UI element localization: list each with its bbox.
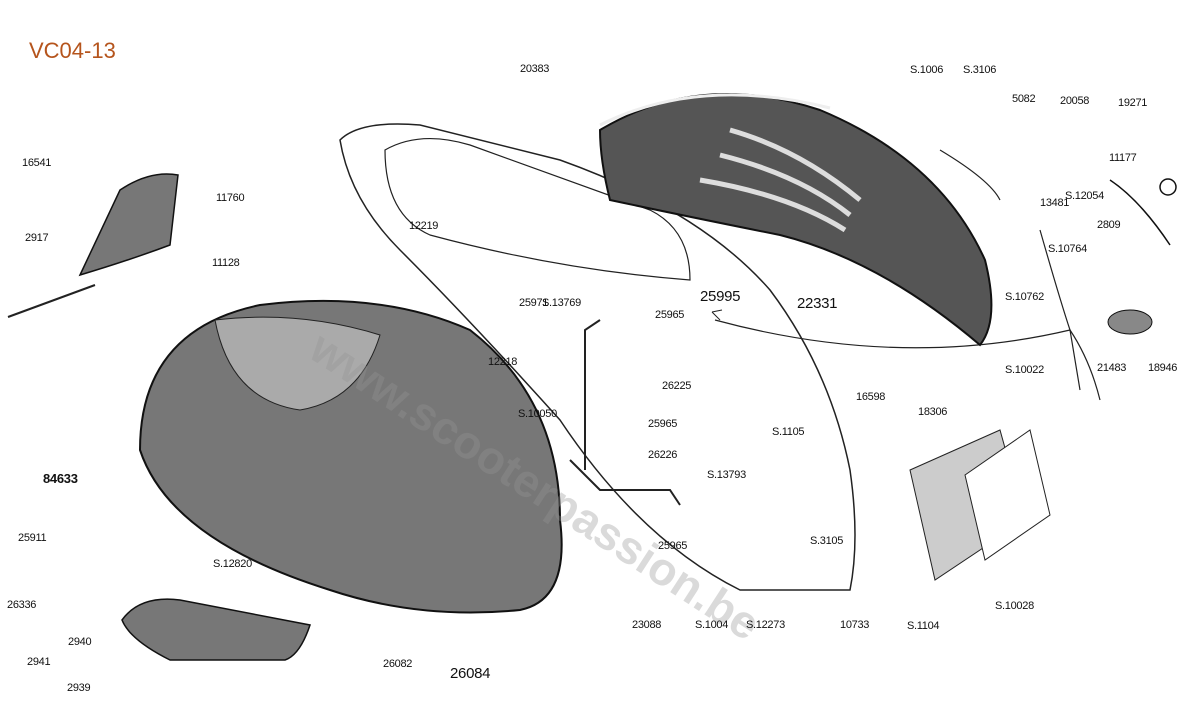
diagram-title: VC04-13 bbox=[29, 38, 116, 63]
part-number-label: 25965 bbox=[648, 418, 678, 430]
part-number-label: 23088 bbox=[632, 619, 662, 631]
right-cowl bbox=[598, 93, 993, 347]
part-number-label: 21483 bbox=[1097, 362, 1127, 374]
part-number-label: S.1105 bbox=[772, 426, 805, 438]
part-number-label: 25965 bbox=[658, 540, 688, 552]
tray-26082 bbox=[121, 598, 311, 661]
part-number-label: S.10022 bbox=[1005, 364, 1044, 376]
part-number-label: 20058 bbox=[1060, 95, 1090, 107]
part-number-label: 12219 bbox=[409, 220, 439, 232]
part-number-label: S.3106 bbox=[963, 64, 997, 76]
part-number-label: S.13769 bbox=[542, 297, 581, 309]
part-number-label: 26336 bbox=[7, 599, 37, 611]
part-number-label: S.12273 bbox=[746, 619, 785, 631]
part-number-label: S.12820 bbox=[213, 558, 252, 570]
part-number-label: 13481 bbox=[1040, 197, 1070, 209]
part-number-label: 5082 bbox=[1012, 93, 1036, 105]
part-number-label: 20383 bbox=[520, 63, 550, 75]
part-number-label: S.10028 bbox=[995, 600, 1034, 612]
panel-16541 bbox=[78, 173, 179, 277]
part-number-label: S.3105 bbox=[810, 535, 844, 547]
part-number-label: 19271 bbox=[1118, 97, 1148, 109]
part-number-label: S.1006 bbox=[910, 64, 944, 76]
part-number-label: 16598 bbox=[856, 391, 886, 403]
part-number-label: S.1104 bbox=[907, 620, 940, 632]
part-number-label: S.10764 bbox=[1048, 243, 1087, 255]
part-number-label: 11177 bbox=[1109, 152, 1137, 164]
lamp-lens bbox=[1107, 309, 1153, 335]
part-number-label: 26084 bbox=[450, 665, 491, 682]
part-number-label: 26225 bbox=[662, 380, 692, 392]
frame-window bbox=[384, 138, 691, 281]
part-number-label: 26226 bbox=[648, 449, 678, 461]
part-number-label: 25911 bbox=[18, 532, 47, 544]
bracket bbox=[569, 319, 681, 506]
part-number-label: 11760 bbox=[216, 192, 245, 204]
part-number-label: S.10050 bbox=[518, 408, 557, 420]
part-number-label: 2941 bbox=[27, 656, 51, 668]
washer-19271 bbox=[1159, 178, 1177, 196]
part-number-label: 2917 bbox=[25, 232, 49, 244]
part-number-label: 10733 bbox=[840, 619, 870, 631]
part-number-label: 25995 bbox=[700, 288, 741, 305]
part-number-label: 25965 bbox=[655, 309, 685, 321]
part-number-label: S.12054 bbox=[1065, 190, 1104, 202]
part-number-label: S.13793 bbox=[707, 469, 746, 481]
part-number-label: 2939 bbox=[67, 682, 91, 694]
part-number-label: 2809 bbox=[1097, 219, 1121, 231]
part-number-label: 12218 bbox=[488, 356, 518, 368]
part-number-label: 22331 bbox=[797, 295, 838, 312]
part-number-label: 84633 bbox=[43, 471, 78, 486]
part-number-label: 18946 bbox=[1148, 362, 1178, 374]
part-number-label: S.1004 bbox=[695, 619, 729, 631]
part-number-label: S.10762 bbox=[1005, 291, 1044, 303]
part-number-label: 18306 bbox=[918, 406, 948, 418]
part-number-label: 11128 bbox=[212, 257, 240, 269]
part-number-label: 16541 bbox=[22, 157, 52, 169]
part-number-label: 25971 bbox=[519, 297, 549, 309]
part-number-label: 2940 bbox=[68, 636, 92, 648]
part-number-label: 26082 bbox=[383, 658, 413, 670]
